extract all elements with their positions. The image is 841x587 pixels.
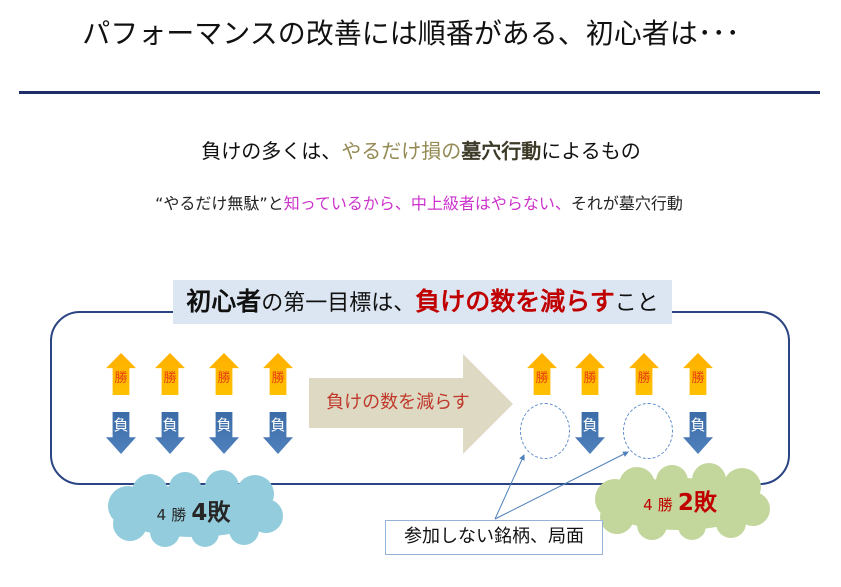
explanation-highlight: 知っているから、中上級者はやらない、 xyxy=(283,194,571,213)
result-before: 4 勝 4敗 xyxy=(105,498,282,528)
result-after: 4 勝 2敗 xyxy=(592,488,768,518)
goal-suffix: こと xyxy=(614,291,659,316)
goal-text: 負けの数を減らす xyxy=(415,287,615,316)
skipped-callout: 参加しない銘柄、局面 xyxy=(385,520,603,555)
win-label: 勝 xyxy=(583,371,597,386)
result-before-losses-unit: 敗 xyxy=(207,500,231,526)
win-label: 勝 xyxy=(217,371,231,386)
callout-connector xyxy=(494,454,525,520)
skipped-trade-circle xyxy=(520,403,570,459)
statement-highlight: やるだけ損の xyxy=(341,139,462,163)
loss-label: 負 xyxy=(113,416,129,434)
goal-subject: 初心者 xyxy=(186,287,262,316)
statement-emphasis: 墓穴行動 xyxy=(461,139,542,163)
slide-title: パフォーマンスの改善には順番がある、初心者は･･･ xyxy=(82,17,740,50)
result-after-wins: 4 xyxy=(643,496,653,514)
callout-connector xyxy=(494,451,629,520)
loss-label: 負 xyxy=(162,416,178,434)
transition-label: 負けの数を減らす xyxy=(326,392,470,413)
goal-banner: 初心者の第一目標は、負けの数を減らすこと xyxy=(173,280,672,324)
goal-middle: の第一目標は、 xyxy=(261,291,416,316)
result-before-wins-unit: 勝 xyxy=(171,506,187,524)
loss-label: 負 xyxy=(690,416,706,434)
win-label: 勝 xyxy=(535,371,549,386)
result-before-wins: 4 xyxy=(156,506,167,524)
explanation: “やるだけ無駄”と知っているから、中上級者はやらない、それが墓穴行動 xyxy=(0,192,838,216)
win-label: 勝 xyxy=(637,371,651,386)
statement: 負けの多くは、やるだけ損の墓穴行動によるもの xyxy=(0,137,841,165)
result-after-losses: 2 xyxy=(677,490,694,516)
title-divider xyxy=(19,91,820,94)
skipped-trade-circle xyxy=(623,403,673,459)
explanation-suffix: それが墓穴行動 xyxy=(570,194,683,213)
loss-label: 負 xyxy=(582,416,598,434)
statement-suffix: によるもの xyxy=(541,139,641,163)
loss-label: 負 xyxy=(270,416,286,434)
result-before-losses: 4 xyxy=(191,500,208,526)
statement-prefix: 負けの多くは、 xyxy=(201,139,342,163)
win-label: 勝 xyxy=(691,371,705,386)
result-after-losses-unit: 敗 xyxy=(693,490,717,516)
win-label: 勝 xyxy=(163,371,177,386)
explanation-quote: “やるだけ無駄”と xyxy=(155,194,284,213)
win-label: 勝 xyxy=(271,371,285,386)
loss-label: 負 xyxy=(216,416,232,434)
win-label: 勝 xyxy=(114,371,128,386)
result-after-wins-unit: 勝 xyxy=(657,496,673,514)
